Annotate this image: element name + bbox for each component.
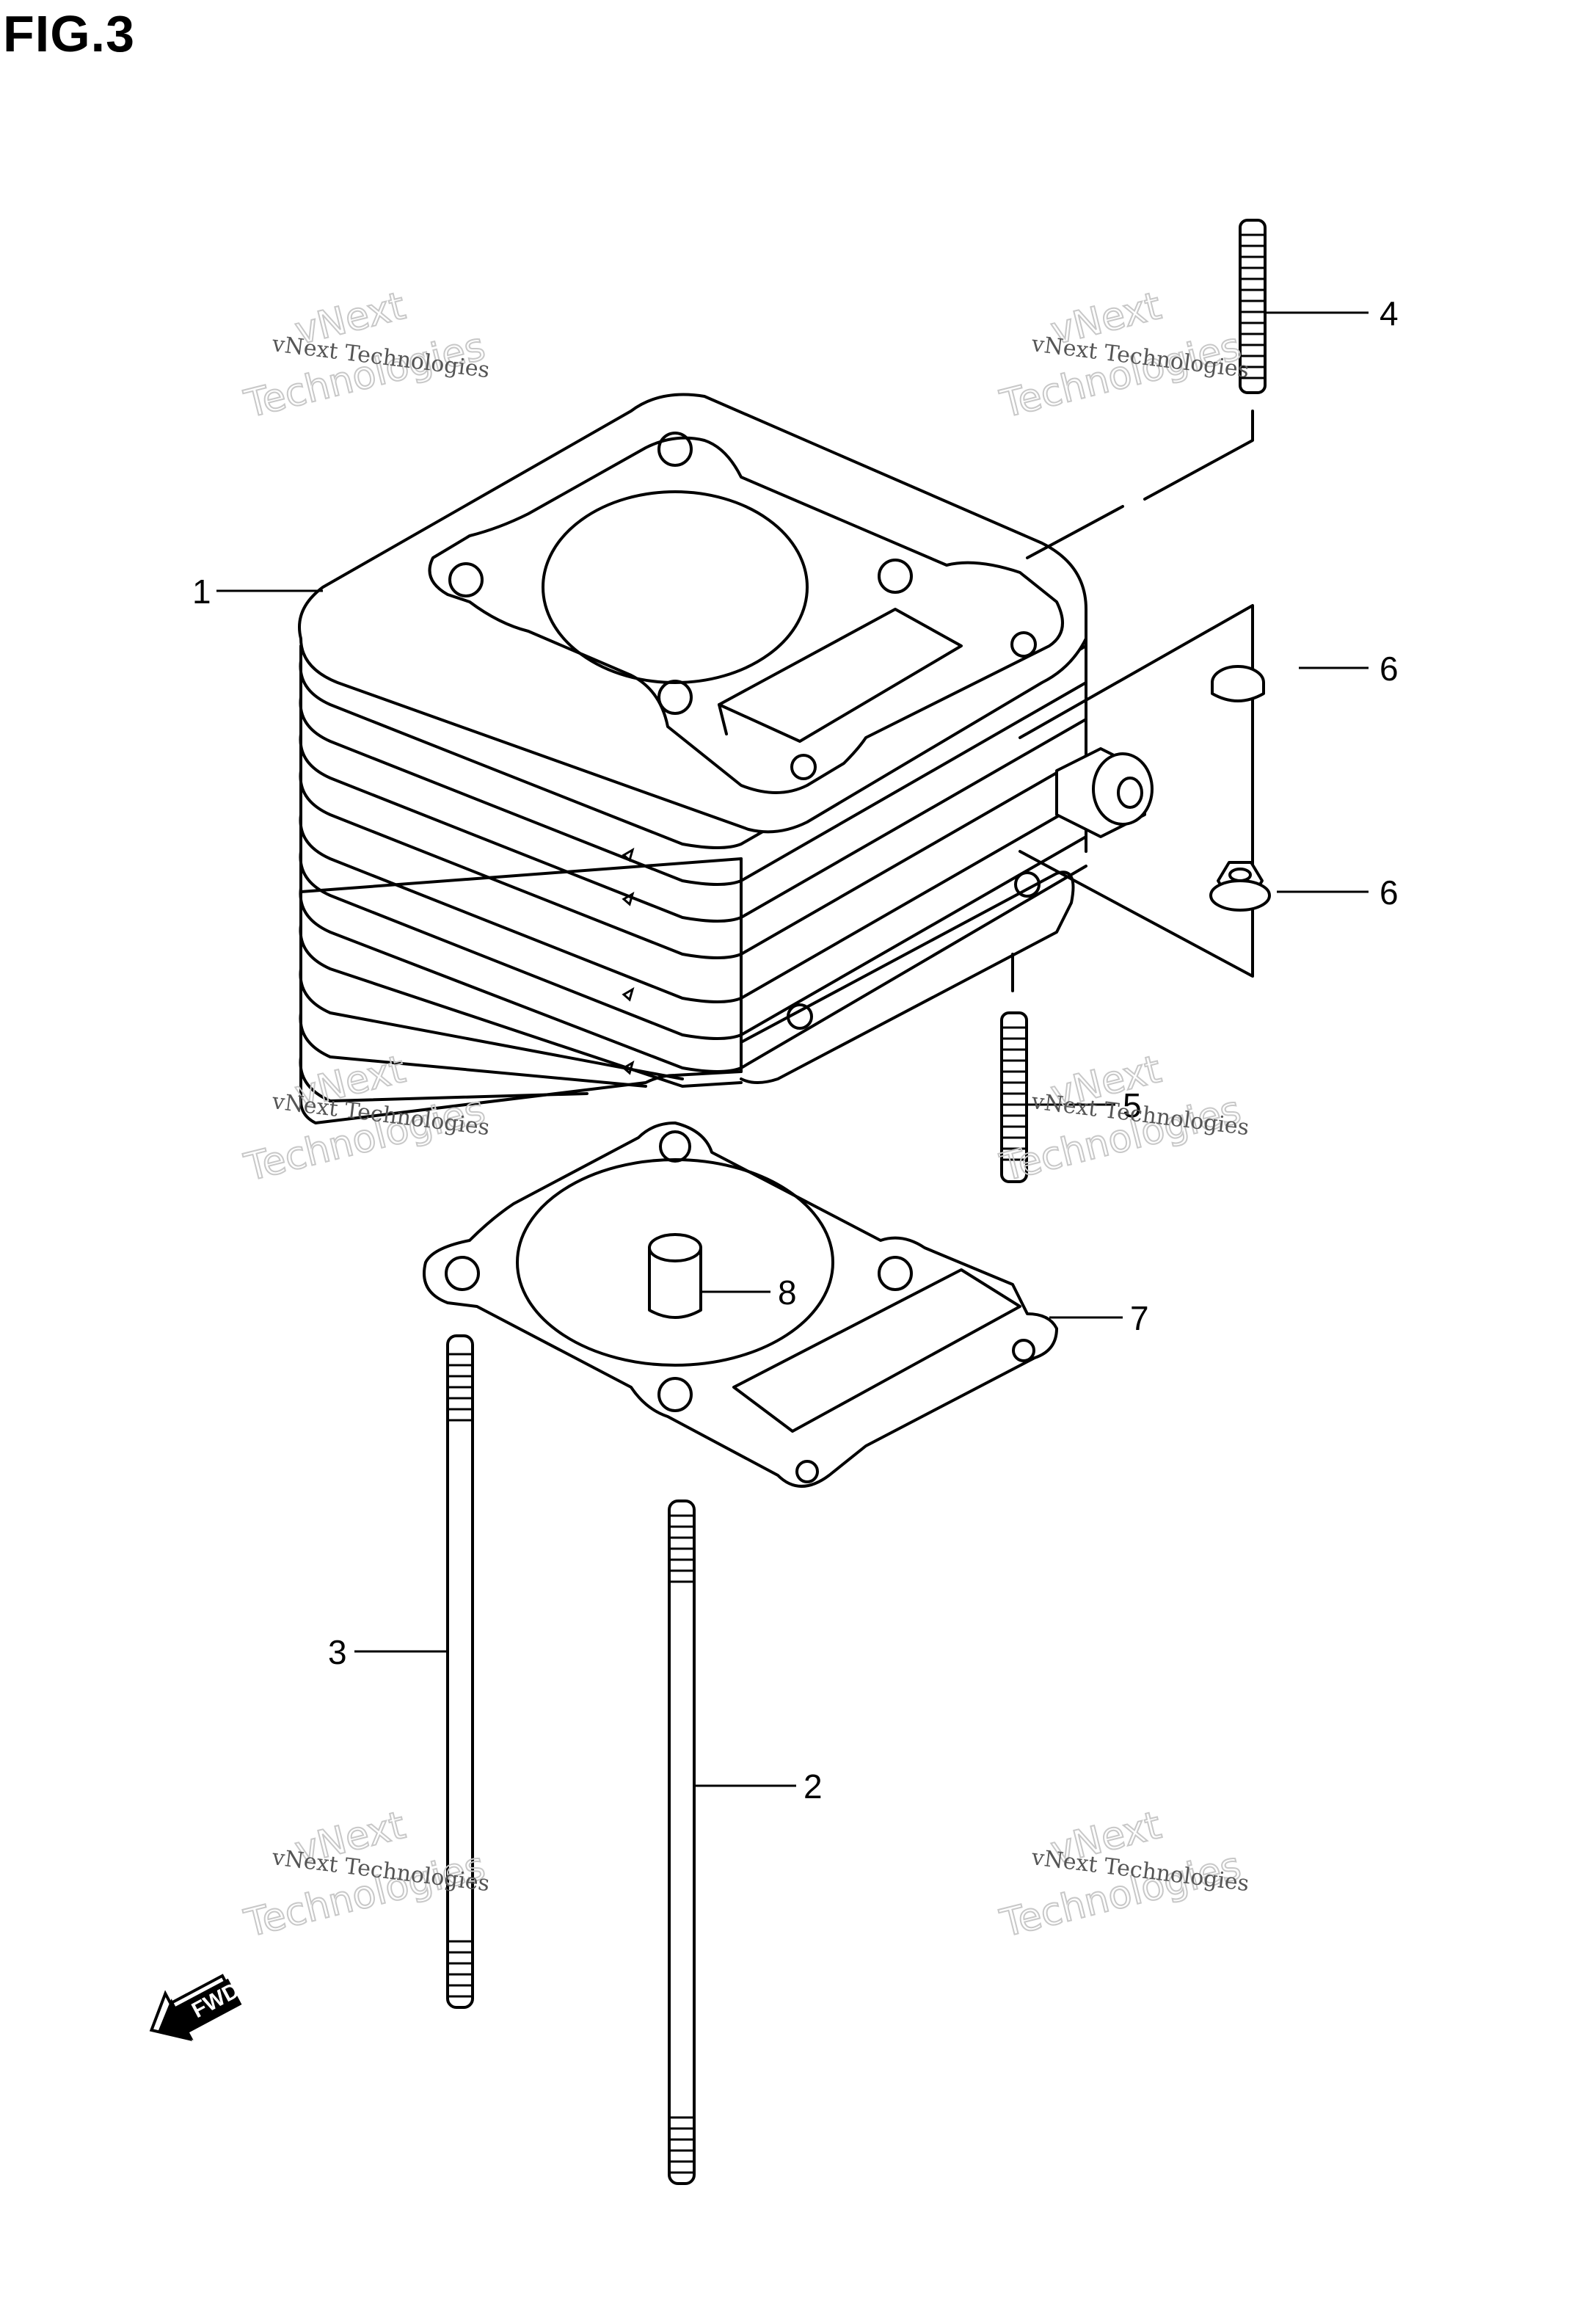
stud-hole	[878, 559, 913, 594]
callout-2: 2	[804, 1767, 823, 1806]
callout-8: 8	[778, 1273, 797, 1312]
callout-3: 3	[328, 1633, 347, 1671]
nut-part-6-upper	[1211, 665, 1265, 702]
figure-title: FIG.3	[3, 5, 136, 62]
callout-4: 4	[1380, 294, 1399, 332]
callout-labels: 1 2 3 4 5 6 6 7 8	[192, 294, 1399, 1806]
fwd-direction-arrow: FWD	[149, 1974, 244, 2041]
cylinder-top-face	[428, 436, 1064, 794]
stud-hole	[657, 432, 693, 467]
stud-hole	[448, 562, 484, 597]
callout-7: 7	[1130, 1299, 1149, 1337]
callout-leaders	[216, 311, 1369, 1787]
stud-hole	[657, 680, 693, 715]
callout-6-lower: 6	[1380, 873, 1399, 912]
base-gasket-part-7	[423, 1122, 1058, 1488]
stud-part-4	[1239, 219, 1267, 394]
callout-5: 5	[1123, 1086, 1142, 1124]
stud-part-5	[1000, 953, 1028, 1183]
stud-part-3	[446, 1334, 474, 2009]
stud-hole	[1010, 631, 1037, 658]
nut-part-6-lower	[1209, 861, 1271, 912]
dowel-pin-part-8	[648, 1233, 702, 1319]
side-boss	[1055, 747, 1154, 838]
cylinder-top-deck	[298, 393, 1087, 834]
callout-1: 1	[192, 572, 211, 611]
callout-6-upper: 6	[1380, 650, 1399, 688]
cylinder-fins	[299, 630, 1087, 1124]
stud-hole	[790, 754, 817, 780]
cylinder-block	[298, 393, 1154, 1124]
stud-part-2	[668, 1499, 696, 2185]
